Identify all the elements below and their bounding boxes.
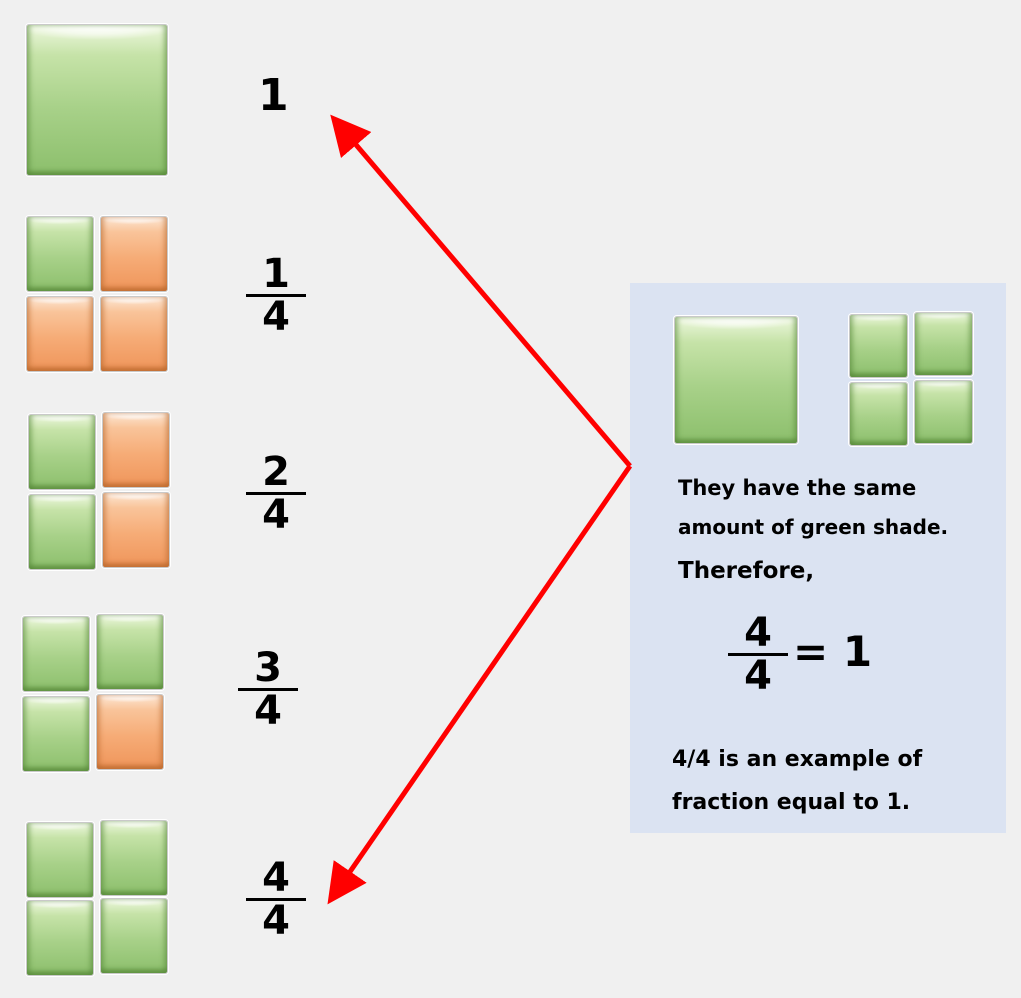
panel-text-line3: Therefore, bbox=[678, 558, 815, 584]
panel-equation-fraction: 4 4 bbox=[728, 613, 788, 696]
tile-orange bbox=[26, 296, 94, 372]
panel-text-line2: amount of green shade. bbox=[678, 515, 949, 539]
tile-green bbox=[914, 380, 973, 444]
arrow-to-four-quarters bbox=[327, 464, 633, 905]
fraction-denominator: 4 bbox=[262, 492, 290, 538]
fraction-one-quarter: 1 4 bbox=[246, 254, 306, 337]
panel-text-line1: They have the same bbox=[678, 476, 917, 500]
fraction-numerator: 4 bbox=[262, 855, 290, 901]
fraction-bar bbox=[246, 294, 306, 297]
tile-orange bbox=[102, 492, 170, 568]
fraction-bar bbox=[238, 688, 298, 691]
fraction-bar bbox=[728, 653, 788, 656]
panel-conclusion-line1: 4/4 is an example of bbox=[672, 747, 923, 772]
tile-green bbox=[26, 900, 94, 976]
fraction-four-quarters: 4 4 bbox=[246, 858, 306, 941]
tile-green bbox=[100, 898, 168, 974]
fraction-bar bbox=[246, 898, 306, 901]
tile-orange bbox=[96, 694, 164, 770]
tile-green bbox=[22, 696, 90, 772]
panel-conclusion-line2: fraction equal to 1. bbox=[672, 790, 911, 815]
tile-green bbox=[100, 820, 168, 896]
tile-orange bbox=[100, 296, 168, 372]
fraction-numerator: 2 bbox=[262, 449, 290, 495]
fraction-denominator: 4 bbox=[254, 688, 282, 734]
panel-equation-rhs: = 1 bbox=[793, 627, 873, 676]
whole-square bbox=[26, 24, 168, 176]
fraction-whole-one: 1 bbox=[258, 70, 289, 121]
explanation-panel: They have the same amount of green shade… bbox=[630, 283, 1006, 833]
tile-green bbox=[96, 614, 164, 690]
tile-green bbox=[26, 216, 94, 292]
tile-green bbox=[914, 312, 973, 376]
tile-orange bbox=[102, 412, 170, 488]
tile-green bbox=[22, 616, 90, 692]
tile-green bbox=[849, 382, 908, 446]
fraction-bar bbox=[246, 492, 306, 495]
fraction-numerator: 3 bbox=[254, 645, 282, 691]
fraction-two-quarters: 2 4 bbox=[246, 452, 306, 535]
tile-green bbox=[28, 494, 96, 570]
tile-orange bbox=[100, 216, 168, 292]
fraction-denominator: 4 bbox=[262, 294, 290, 340]
arrow-to-one bbox=[330, 114, 632, 468]
tile-green bbox=[28, 414, 96, 490]
fraction-denominator: 4 bbox=[744, 653, 772, 699]
tile-green bbox=[849, 314, 908, 378]
fraction-three-quarters: 3 4 bbox=[238, 648, 298, 731]
fraction-denominator: 4 bbox=[262, 898, 290, 944]
fraction-numerator: 4 bbox=[744, 610, 772, 656]
panel-whole-square bbox=[674, 316, 798, 444]
tile-green bbox=[26, 822, 94, 898]
fraction-numerator: 1 bbox=[262, 251, 290, 297]
